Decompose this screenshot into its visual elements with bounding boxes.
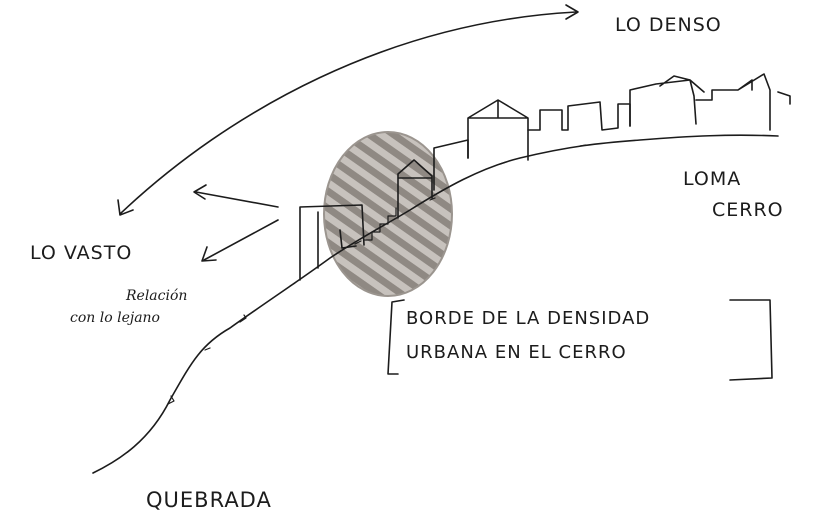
hill-slope-texture [167,144,587,405]
building-upper-2 [467,99,529,161]
arc-arrow-head-left [117,199,134,216]
building-upper-3 [527,101,631,131]
label-borde-line2: URBANA EN EL CERRO [406,342,627,363]
label-borde-line1: BORDE DE LA DENSIDAD [406,308,651,329]
label-cerro: CERRO [712,199,784,221]
building-middle [397,159,433,219]
arrow-to-vasto-upper-head [193,184,207,200]
building-lower [299,204,365,281]
label-relacion: Relación [126,288,188,304]
label-con-lo-lejano: con lo lejano [70,310,160,326]
building-top-1 [629,75,705,127]
arrow-to-vasto-lower-head [201,246,217,262]
density-edge-circle [323,131,453,297]
arrow-to-vasto-upper [195,191,279,208]
label-lo-vasto: LO VASTO [30,242,133,264]
arrow-to-vasto-lower [203,219,279,261]
building-top-2 [695,73,791,131]
stair-steps [364,207,397,241]
arc-arrow [119,11,577,215]
note-bracket-box [387,299,773,381]
arc-arrow-head-right [565,4,579,20]
label-lo-denso: LO DENSO [615,14,722,36]
label-quebrada: QUEBRADA [146,488,272,512]
hill-slope-line [92,134,779,474]
buildings-group [299,73,791,281]
label-loma: LOMA [683,168,742,190]
